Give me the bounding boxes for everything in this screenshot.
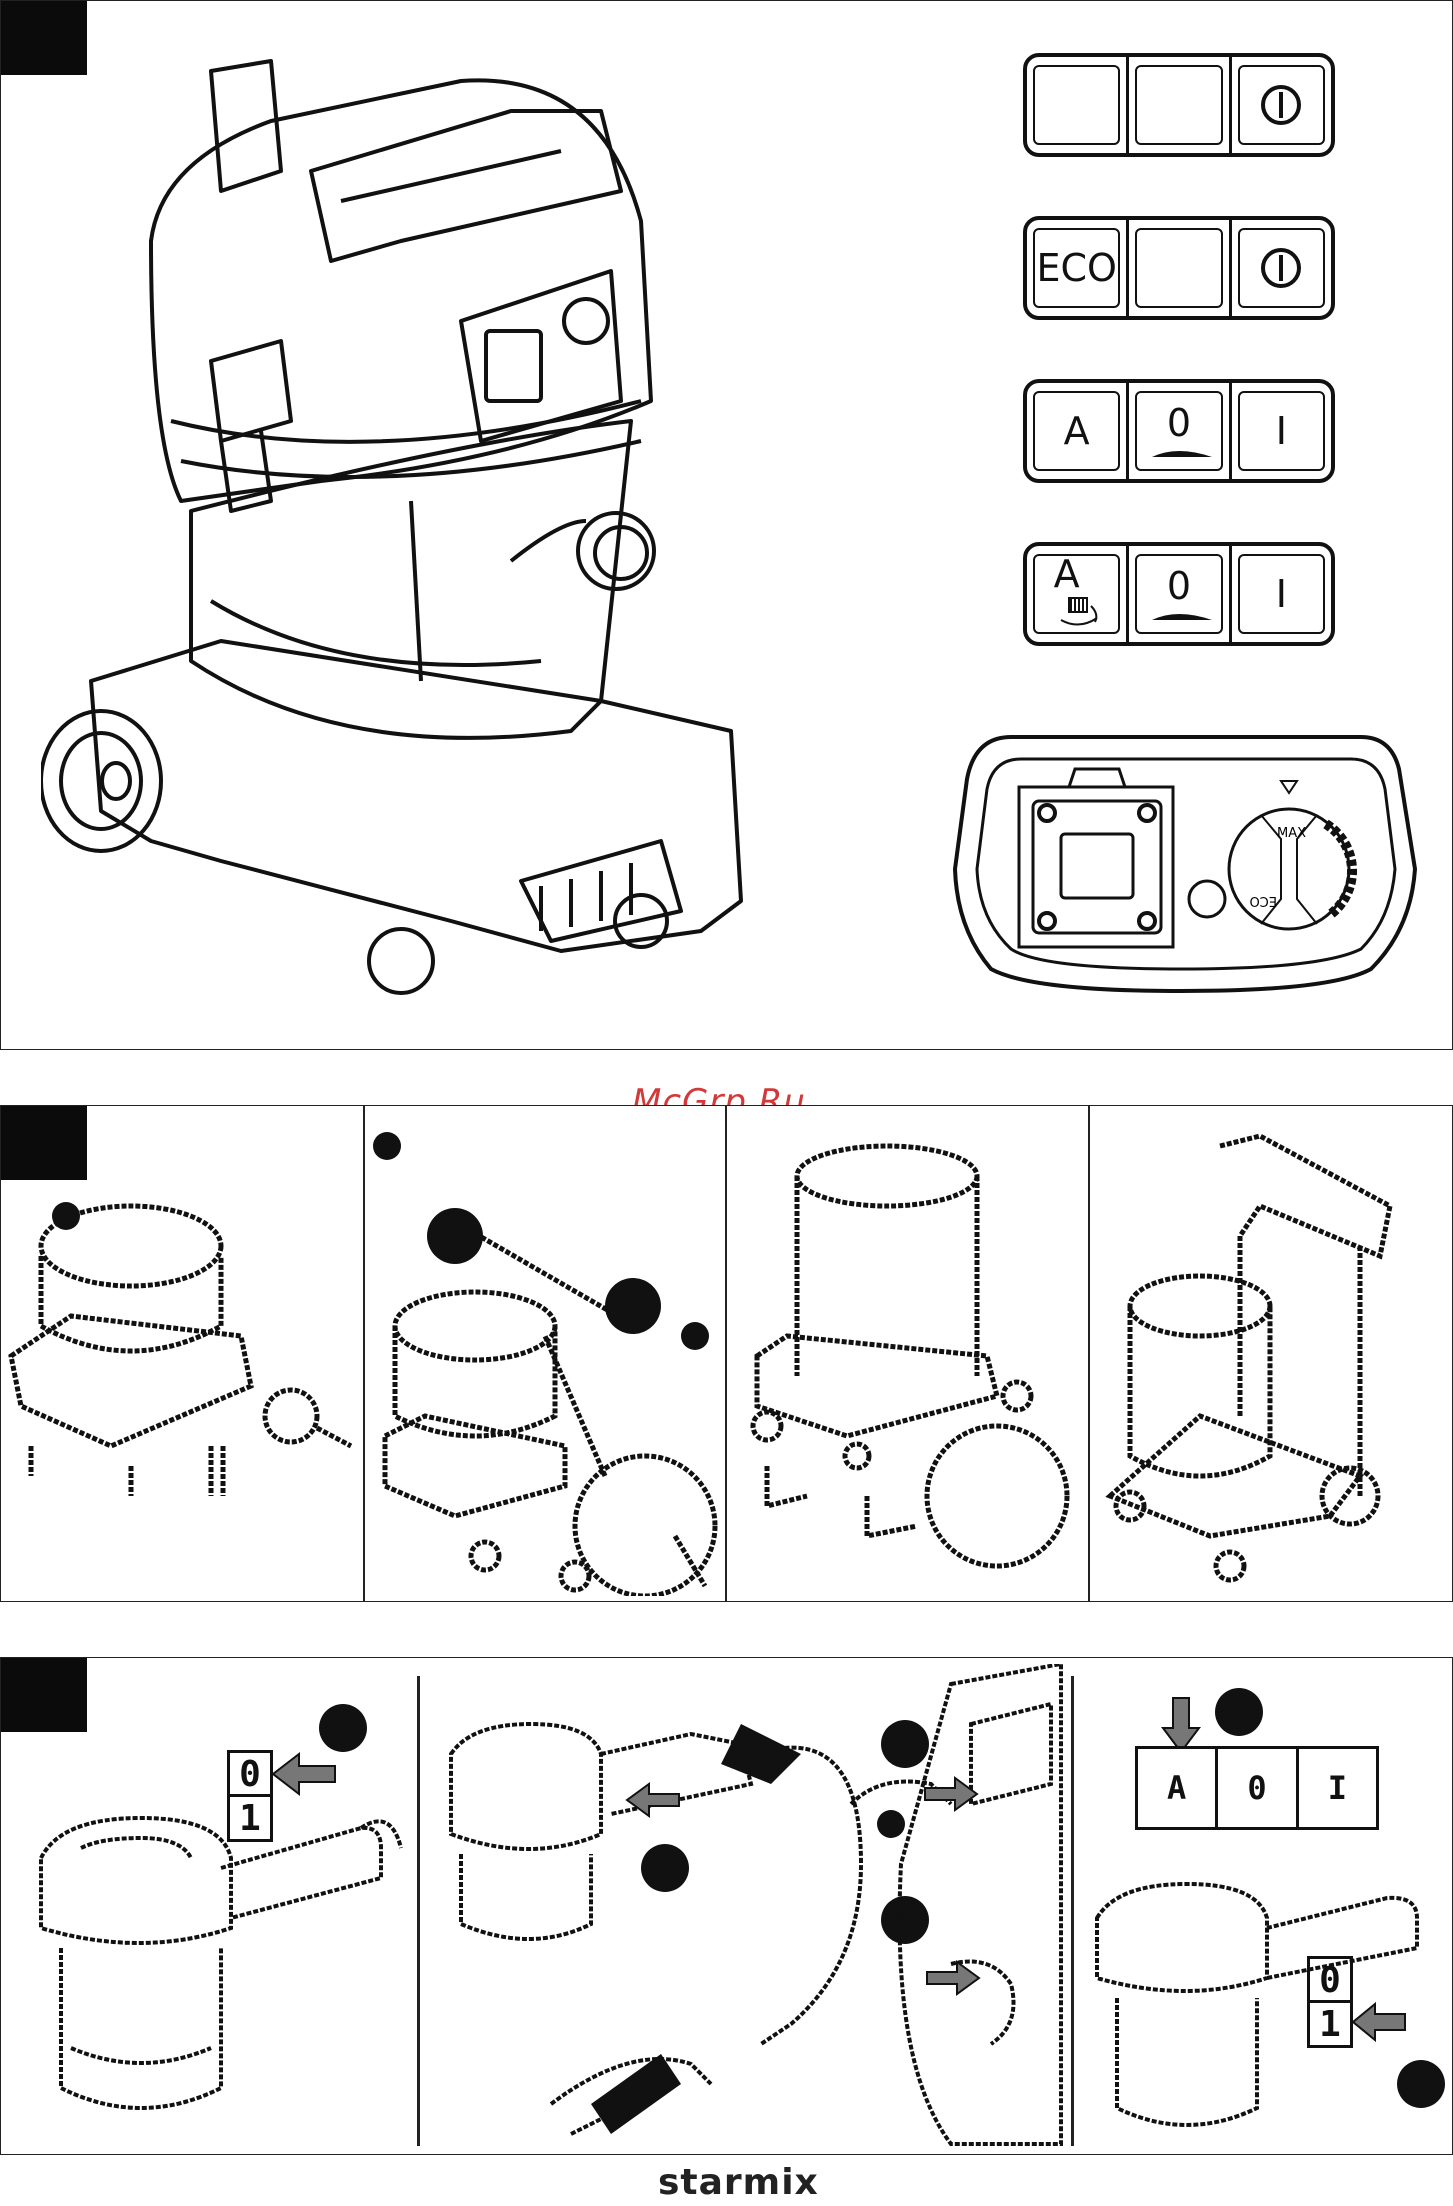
step-marker bbox=[319, 1704, 367, 1752]
switch-4-on-label: I bbox=[1276, 572, 1287, 616]
orbital-sander-illustration bbox=[1087, 1878, 1427, 2148]
divider bbox=[1071, 1676, 1074, 2146]
switch-2-eco-label: ECO bbox=[1036, 246, 1116, 290]
arrow-left-icon bbox=[623, 1780, 683, 1820]
mode-off-label[interactable]: 0 bbox=[1218, 1749, 1298, 1827]
assembly-step-axle bbox=[365, 1116, 725, 1596]
socket-dial-panel: MAX ECO bbox=[951, 729, 1421, 999]
arrow-right-icon bbox=[921, 1774, 981, 1814]
switch-3-a-label: A bbox=[1064, 409, 1090, 453]
orbital-sander-illustration bbox=[21, 1808, 421, 2138]
dial-max-label: MAX bbox=[1277, 826, 1306, 841]
assembly-step-base bbox=[1, 1116, 361, 1596]
panel-assembly bbox=[0, 1105, 1453, 1602]
mode-on-label[interactable]: I bbox=[1299, 1749, 1376, 1827]
switch-4-a-label: A bbox=[1054, 552, 1080, 596]
brand-logo: starmix bbox=[658, 2162, 819, 2203]
switch-variant-auto-clean[interactable]: A 0 I bbox=[1023, 542, 1335, 646]
step-marker bbox=[1215, 1688, 1263, 1736]
vacuum-mode-switch[interactable]: A 0 I bbox=[1135, 1746, 1379, 1830]
switch-3-on-label: I bbox=[1276, 409, 1287, 453]
panel-overview: ECO A 0 I A 0 I bbox=[0, 0, 1453, 1050]
switch-4-zero-label: 0 bbox=[1167, 564, 1191, 608]
arrow-right-icon bbox=[923, 1958, 983, 1998]
switch-variant-auto[interactable]: A 0 I bbox=[1023, 379, 1335, 483]
vacuum-cleaner-illustration bbox=[41, 41, 801, 1041]
hose-connection-illustration bbox=[431, 1664, 1071, 2154]
switch-3-zero-label: 0 bbox=[1167, 401, 1191, 445]
section-tab-3 bbox=[1, 1658, 87, 1732]
tool-switch-off[interactable]: 0 bbox=[227, 1750, 273, 1798]
panel-power-tool-connection: 0 1 bbox=[0, 1657, 1453, 2155]
switch-variant-eco[interactable]: ECO bbox=[1023, 216, 1335, 320]
switch-variant-1[interactable] bbox=[1023, 53, 1335, 157]
mode-auto-label[interactable]: A bbox=[1138, 1749, 1218, 1827]
filter-clean-icon bbox=[1055, 592, 1105, 632]
assembly-step-handle bbox=[1090, 1116, 1450, 1596]
dial-eco-label: ECO bbox=[1249, 893, 1277, 908]
arrow-left-icon bbox=[269, 1750, 339, 1798]
assembly-step-casters bbox=[727, 1116, 1087, 1596]
